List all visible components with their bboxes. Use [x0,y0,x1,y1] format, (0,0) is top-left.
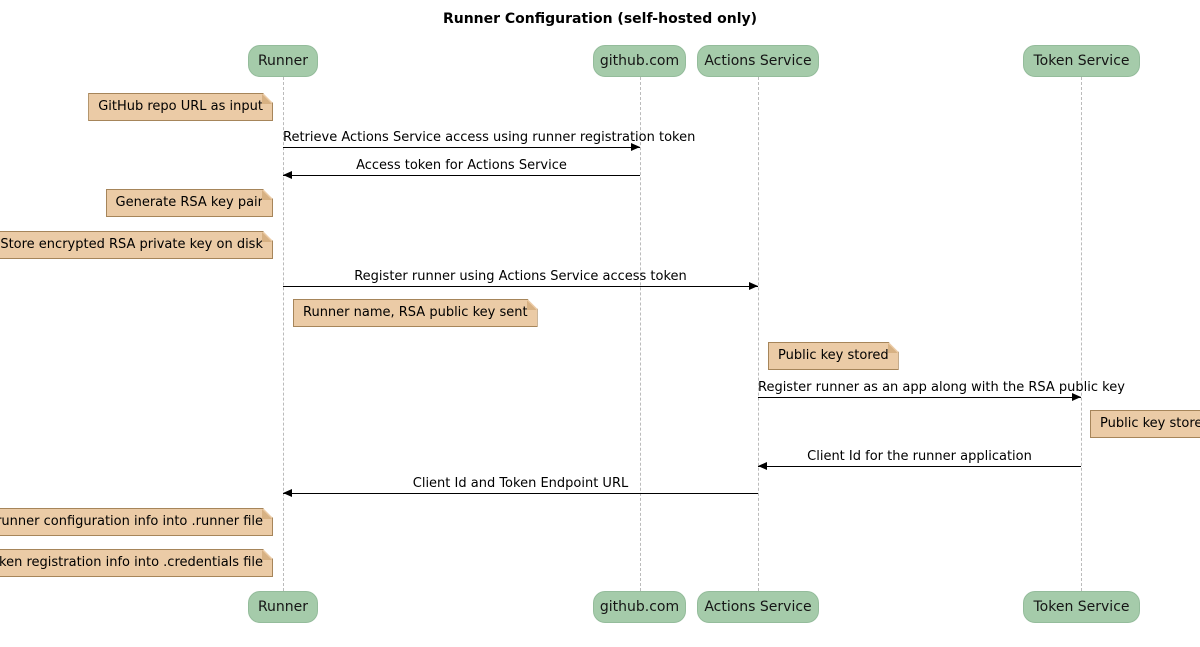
message-5-label: Client Id for the runner application [807,449,1032,464]
participant-github-top: github.com [593,45,686,77]
message-4-line [758,397,1081,398]
message-5-arrowhead [758,462,767,470]
note-public-key-stored-token: Public key stored [1090,410,1200,438]
lifeline-runner [283,77,284,591]
message-2-line [283,175,640,176]
note-store-credentials-file: Store Token registration info into .cred… [0,549,273,577]
note-generate-rsa-key: Generate RSA key pair [106,189,273,217]
participant-runner-top: Runner [248,45,318,77]
note-runner-name-sent: Runner name, RSA public key sent [293,299,538,327]
message-2-label: Access token for Actions Service [356,158,567,173]
lifeline-actions-service [758,77,759,591]
note-github-repo-url: GitHub repo URL as input [88,93,273,121]
participant-token-service-bottom: Token Service [1023,591,1140,623]
participant-github-bottom: github.com [593,591,686,623]
message-6-label: Client Id and Token Endpoint URL [412,476,629,491]
message-1-label: Retrieve Actions Service access using ru… [283,130,696,145]
lifeline-github [640,77,641,591]
message-3-line [283,286,758,287]
message-4-arrowhead [1072,393,1081,401]
lifeline-token-service [1081,77,1082,591]
message-3-label: Register runner using Actions Service ac… [354,269,687,284]
message-4-label: Register runner as an app along with the… [758,380,1125,395]
participant-actions-service-top: Actions Service [697,45,819,77]
message-1-arrowhead [631,143,640,151]
participant-actions-service-bottom: Actions Service [697,591,819,623]
note-store-private-key: Store encrypted RSA private key on disk [0,231,273,259]
message-1-line [283,147,640,148]
message-6-arrowhead [283,489,292,497]
note-public-key-stored-actions: Public key stored [768,342,899,370]
message-3-arrowhead [749,282,758,290]
diagram-title: Runner Configuration (self-hosted only) [442,11,758,27]
participant-runner-bottom: Runner [248,591,318,623]
message-5-line [758,466,1081,467]
note-store-runner-file: Store runner configuration info into .ru… [0,508,273,536]
message-6-line [283,493,758,494]
message-2-arrowhead [283,171,292,179]
participant-token-service-top: Token Service [1023,45,1140,77]
